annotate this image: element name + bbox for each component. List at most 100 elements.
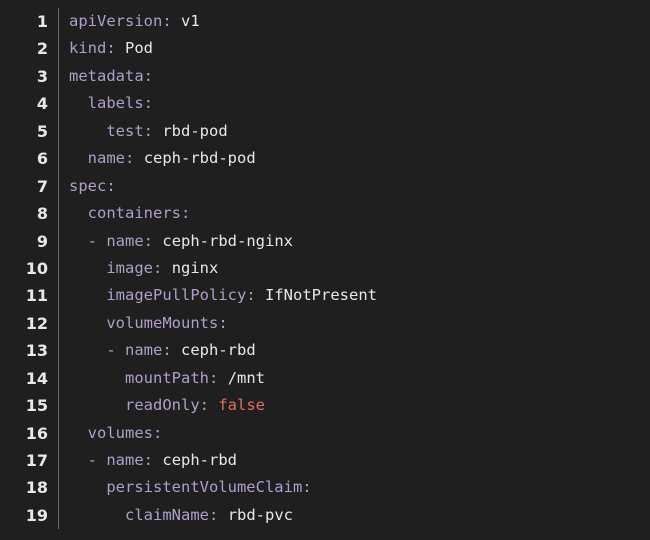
code-line: 19 claimName: rbd-pvc — [0, 502, 650, 529]
code-line: 17 - name: ceph-rbd — [0, 447, 650, 474]
line-content: imagePullPolicy: IfNotPresent — [69, 282, 377, 309]
yaml-colon: : — [218, 313, 228, 332]
yaml-key: apiVersion — [69, 12, 163, 30]
line-number: 8 — [36, 204, 48, 224]
yaml-colon: : — [302, 478, 312, 497]
code-line: 15 readOnly: false — [0, 392, 650, 419]
yaml-colon: : — [162, 341, 172, 360]
line-number: 18 — [25, 478, 48, 498]
indent — [69, 149, 88, 167]
yaml-key: name — [106, 451, 144, 469]
yaml-key: spec — [69, 176, 107, 195]
line-number: 14 — [25, 368, 48, 388]
list-dash: - — [87, 451, 107, 469]
line-content: name: ceph-rbd-pod — [69, 145, 256, 172]
yaml-key: claimName — [125, 505, 209, 524]
indent — [69, 506, 125, 524]
yaml-colon: : — [153, 258, 163, 277]
yaml-key: volumeMounts — [106, 313, 219, 332]
yaml-key: kind — [69, 39, 107, 58]
indent — [69, 424, 88, 442]
yaml-colon: : — [209, 368, 219, 387]
yaml-value: ceph-rbd-nginx — [162, 231, 294, 250]
line-number: 6 — [36, 149, 48, 169]
yaml-boolean-value: false — [218, 396, 266, 415]
yaml-value: /mnt — [227, 368, 266, 387]
yaml-colon: : — [209, 505, 219, 524]
indent — [69, 451, 88, 469]
line-number: 2 — [36, 39, 48, 59]
code-line: 18 persistentVolumeClaim: — [0, 474, 650, 501]
indent — [69, 232, 88, 250]
indent — [69, 204, 88, 222]
code-line: 12 volumeMounts: — [0, 310, 650, 337]
indent — [69, 369, 125, 387]
yaml-value: ceph-rbd — [162, 451, 238, 469]
yaml-key: metadata — [69, 66, 144, 85]
line-content: image: nginx — [69, 255, 218, 282]
yaml-colon: : — [106, 176, 116, 195]
yaml-colon: : — [143, 121, 153, 140]
yaml-colon: : — [125, 149, 135, 168]
line-content: claimName: rbd-pvc — [69, 502, 293, 529]
yaml-value: rbd-pod — [162, 121, 228, 140]
line-content: volumes: — [69, 420, 163, 447]
line-number: 7 — [36, 176, 48, 196]
code-line: 16 volumes: — [0, 420, 650, 447]
indent — [69, 122, 106, 140]
code-line: 13 - name: ceph-rbd — [0, 337, 650, 364]
line-number: 19 — [25, 505, 48, 525]
yaml-value: ceph-rbd-pod — [143, 149, 256, 168]
indent — [69, 314, 106, 332]
yaml-colon: : — [199, 396, 209, 415]
code-line: 9 - name: ceph-rbd-nginx — [0, 228, 650, 255]
code-line: 11 imagePullPolicy: IfNotPresent — [0, 282, 650, 309]
yaml-key: mountPath — [125, 368, 209, 387]
yaml-key: labels — [87, 94, 144, 113]
line-content: readOnly: false — [69, 392, 265, 419]
yaml-key: volumes — [87, 423, 153, 442]
yaml-key: containers — [87, 204, 181, 223]
yaml-colon: : — [143, 94, 154, 113]
line-number: 11 — [25, 286, 48, 306]
yaml-colon: : — [143, 451, 154, 469]
line-number: 10 — [25, 258, 48, 278]
code-line: 2 kind: Pod — [0, 35, 650, 62]
yaml-colon: : — [143, 66, 153, 85]
yaml-key: name — [87, 149, 125, 168]
code-line: 8 containers: — [0, 200, 650, 227]
yaml-value: Pod — [125, 39, 154, 58]
line-content: kind: Pod — [69, 35, 153, 62]
indent — [69, 478, 106, 496]
line-number: 3 — [36, 66, 48, 86]
yaml-key: readOnly — [125, 396, 200, 415]
indent — [69, 396, 125, 414]
line-number: 4 — [36, 94, 48, 114]
yaml-colon: : — [106, 39, 116, 58]
line-content: apiVersion: v1 — [69, 8, 200, 35]
line-number: 17 — [25, 451, 48, 470]
indent — [69, 94, 88, 112]
line-number: 13 — [25, 341, 48, 361]
yaml-value: nginx — [171, 258, 219, 277]
line-number: 12 — [25, 313, 48, 333]
yaml-key: name — [125, 341, 163, 360]
line-content: persistentVolumeClaim: — [69, 474, 312, 501]
yaml-key: image — [106, 258, 153, 277]
line-number: 9 — [36, 231, 48, 251]
yaml-key: imagePullPolicy — [106, 286, 247, 305]
indent — [69, 341, 106, 359]
yaml-colon: : — [162, 12, 172, 30]
line-number: 5 — [36, 121, 48, 141]
line-content: spec: — [69, 173, 116, 200]
line-content: - name: ceph-rbd-nginx — [69, 228, 293, 255]
list-dash: - — [106, 341, 125, 360]
yaml-key: name — [106, 231, 144, 250]
yaml-colon: : — [143, 231, 154, 250]
code-line: 5 test: rbd-pod — [0, 118, 650, 145]
yaml-value: IfNotPresent — [265, 286, 377, 305]
code-line: 4 labels: — [0, 90, 650, 117]
code-line: 6 name: ceph-rbd-pod — [0, 145, 650, 172]
